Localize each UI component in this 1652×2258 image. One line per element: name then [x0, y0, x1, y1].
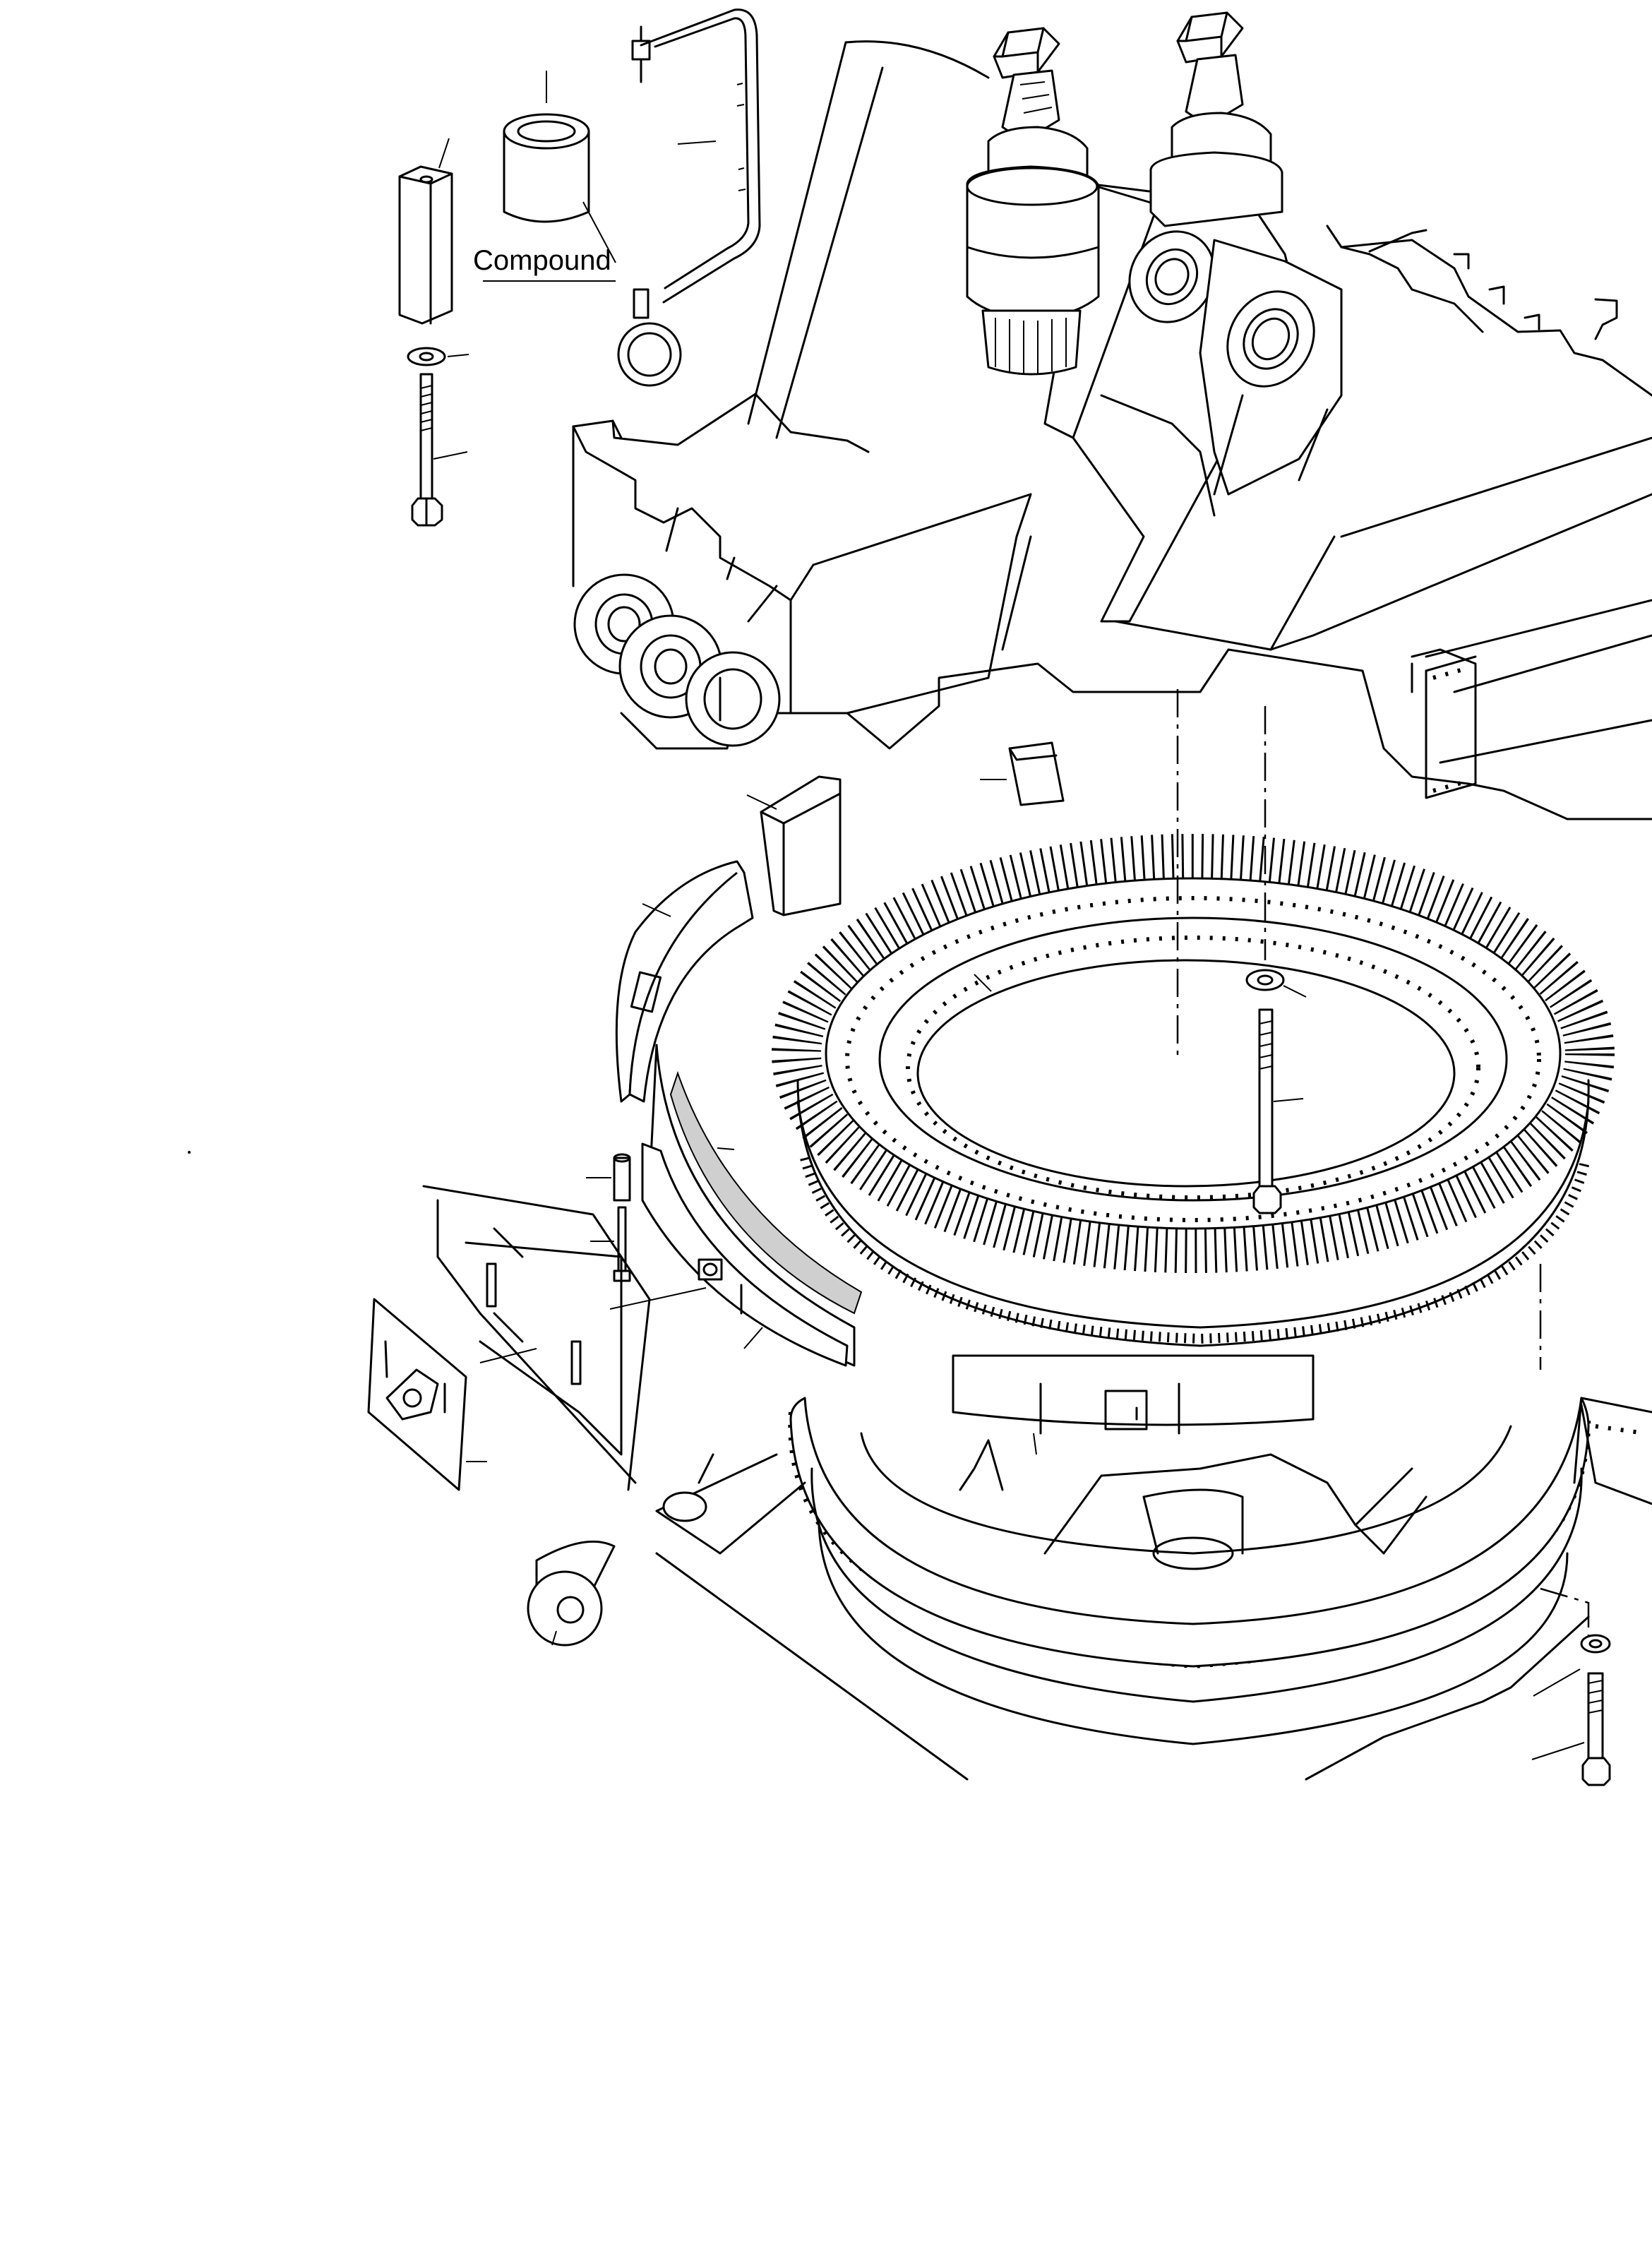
bolt-lower-right [1531, 1634, 1611, 1786]
swing-motor-left [966, 27, 1100, 376]
lower-left-bracket [422, 1185, 651, 1491]
dowel-pin-small [586, 1153, 631, 1282]
compound-container [503, 71, 616, 263]
swing-motor-right [1149, 11, 1283, 227]
square-spacer-block [398, 138, 453, 325]
swing-bearing-gear-ring [772, 834, 1615, 1347]
counterweight-pin-boss [527, 1540, 616, 1647]
center-axis-lines [1176, 689, 1590, 1638]
wedge-block [746, 775, 842, 916]
lower-frame-car-body [655, 1397, 1652, 1781]
stray-dot [188, 1151, 191, 1154]
pressure-gauge-hose [617, 8, 761, 387]
cover-plate-left [367, 1298, 487, 1491]
long-bolt-left [411, 373, 468, 527]
front-bracket-plate [572, 425, 792, 747]
guard-plate-lower [609, 1044, 863, 1367]
guard-plate-upper [615, 860, 754, 1103]
rubber-skirt-strip [952, 1354, 1315, 1455]
shim-plate-small [980, 741, 1065, 806]
compound-label: Compound [473, 245, 611, 276]
washer-small [407, 347, 469, 366]
bearing-bolt-right [1245, 969, 1307, 1214]
